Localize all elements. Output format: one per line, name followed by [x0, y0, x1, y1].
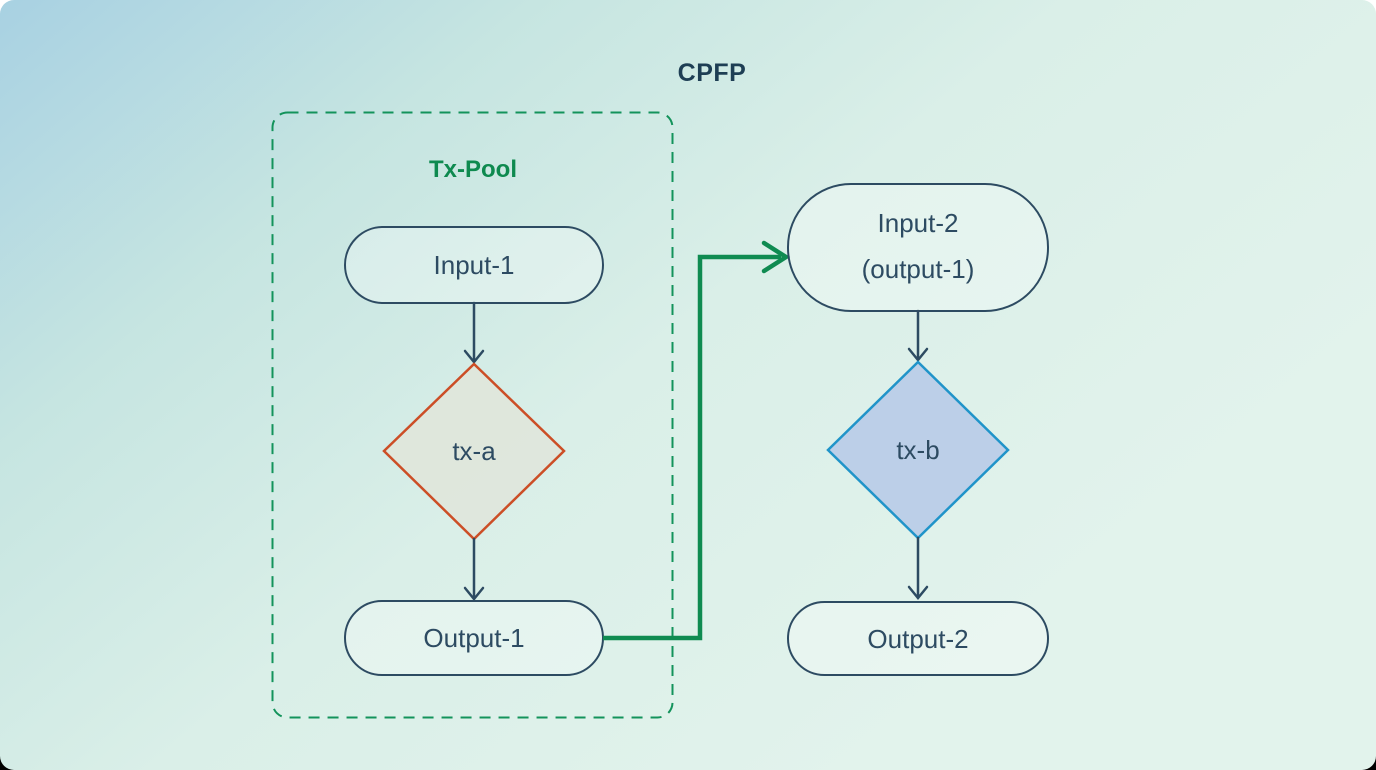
- arrow-txa-to-output1: [463, 537, 485, 601]
- node-output-2-label: Output-2: [867, 624, 968, 654]
- node-input-2-shape: [787, 183, 1049, 312]
- arrow-txb-to-output2: [907, 536, 929, 600]
- node-input-1: Input-1: [344, 226, 604, 304]
- arrowhead-down-icon: [463, 349, 485, 364]
- node-tx-b-label: tx-b: [896, 435, 939, 465]
- connector-output1-to-input2: [603, 240, 791, 641]
- arrowhead-down-icon: [907, 347, 929, 362]
- node-output-1-label: Output-1: [423, 623, 524, 653]
- node-tx-a-label: tx-a: [452, 436, 496, 466]
- arrow-input2-to-txb: [907, 309, 929, 362]
- node-input-2-label: Input-2: [878, 208, 959, 238]
- arrowhead-down-icon: [907, 585, 929, 600]
- tx-pool-label: Tx-Pool: [429, 156, 517, 183]
- node-input-1-label: Input-1: [434, 250, 515, 280]
- tx-pool-container: [271, 111, 674, 719]
- node-input-2-sublabel: (output-1): [862, 254, 975, 284]
- node-input-2: Input-2 (output-1): [787, 183, 1049, 312]
- diagram-title: CPFP: [678, 59, 747, 87]
- arrow-input1-to-txa: [463, 301, 485, 364]
- node-output-2: Output-2: [787, 601, 1049, 676]
- arrowhead-down-icon: [463, 586, 485, 601]
- arrowhead-right-icon: [761, 240, 791, 274]
- node-output-1: Output-1: [344, 600, 604, 676]
- node-output-2-shape: [787, 601, 1049, 676]
